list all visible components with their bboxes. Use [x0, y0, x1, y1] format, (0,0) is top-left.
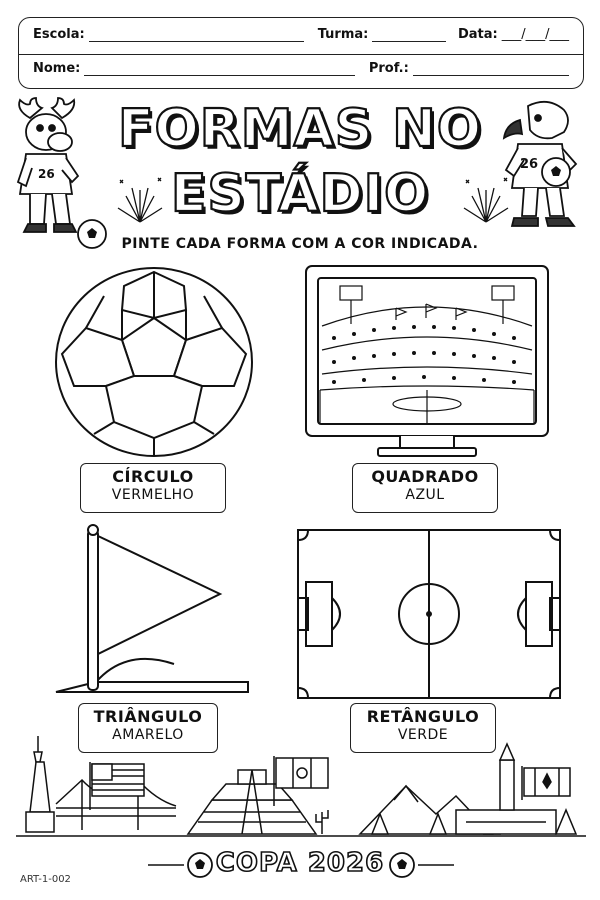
- header-divider: [19, 54, 583, 55]
- date-label: Data:: [457, 27, 498, 42]
- moose-jersey-number: 26: [38, 167, 55, 181]
- shape-color: VERMELHO: [111, 487, 195, 503]
- shape-label-square: QUADRADO AZUL: [352, 463, 498, 513]
- soccer-field-rectangle-icon[interactable]: [296, 528, 562, 700]
- shape-label-rectangle: RETÂNGULO VERDE: [350, 703, 496, 753]
- class-label: Turma:: [317, 27, 369, 42]
- eagle-mascot-icon: 26: [502, 100, 578, 227]
- fireworks-left-icon: [117, 177, 163, 223]
- moose-soccer-ball-icon: [77, 219, 107, 249]
- name-field[interactable]: [84, 61, 355, 76]
- name-label: Nome:: [33, 61, 81, 76]
- shape-name: CÍRCULO: [112, 467, 194, 486]
- mexico-flag-icon: [273, 756, 329, 806]
- date-field[interactable]: ___/___/___: [501, 27, 569, 42]
- shape-label-circle: CÍRCULO VERMELHO: [80, 463, 226, 513]
- shape-color: AMARELO: [112, 727, 184, 743]
- teacher-field[interactable]: [412, 61, 569, 76]
- footer-title: COPA 2026: [215, 847, 385, 879]
- canada-flag-icon: [521, 766, 571, 800]
- shape-label-triangle: TRIÂNGULO AMARELO: [78, 703, 218, 753]
- teacher-label: Prof.:: [368, 61, 409, 76]
- shape-color: VERDE: [397, 727, 449, 743]
- footer-decoration: [148, 852, 454, 878]
- title-line-1: FORMAS NO: [117, 99, 483, 159]
- school-field[interactable]: [88, 27, 304, 42]
- corner-flag-triangle-icon[interactable]: [52, 522, 252, 698]
- landmarks-illustration: [16, 736, 586, 837]
- eagle-jersey-number: 26: [520, 157, 538, 172]
- school-label: Escola:: [33, 27, 85, 42]
- shape-name: QUADRADO: [371, 467, 479, 486]
- class-field[interactable]: [372, 27, 446, 42]
- statue-of-liberty-icon: [25, 736, 55, 833]
- parliament-building-icon: [455, 742, 557, 835]
- worksheet-code: ART-1-002: [20, 874, 71, 885]
- shape-color: AZUL: [405, 487, 445, 503]
- usa-flag-icon: [89, 762, 145, 810]
- instruction-text: PINTE CADA FORMA COM A COR INDICADA.: [121, 236, 479, 252]
- header-row-1: Escola: Turma: Data: ___/___/___: [33, 27, 569, 42]
- soccer-ball-circle-icon[interactable]: [54, 266, 254, 458]
- eagle-soccer-ball-icon: [541, 157, 571, 187]
- stadium-tv-square-icon[interactable]: [304, 264, 550, 460]
- header-row-2: Nome: Prof.:: [33, 61, 569, 76]
- title-line-2: ESTÁDIO: [170, 164, 430, 224]
- footer-ball-left-icon: [187, 852, 213, 878]
- shape-name: RETÂNGULO: [366, 707, 480, 726]
- shape-name: TRIÂNGULO: [93, 707, 203, 726]
- fireworks-right-icon: [463, 177, 509, 223]
- header-box: Escola: Turma: Data: ___/___/___ Nome: P…: [18, 17, 584, 89]
- moose-mascot-icon: 26: [16, 97, 107, 249]
- cactus-icon: [315, 810, 329, 834]
- footer-ball-right-icon: [389, 852, 415, 878]
